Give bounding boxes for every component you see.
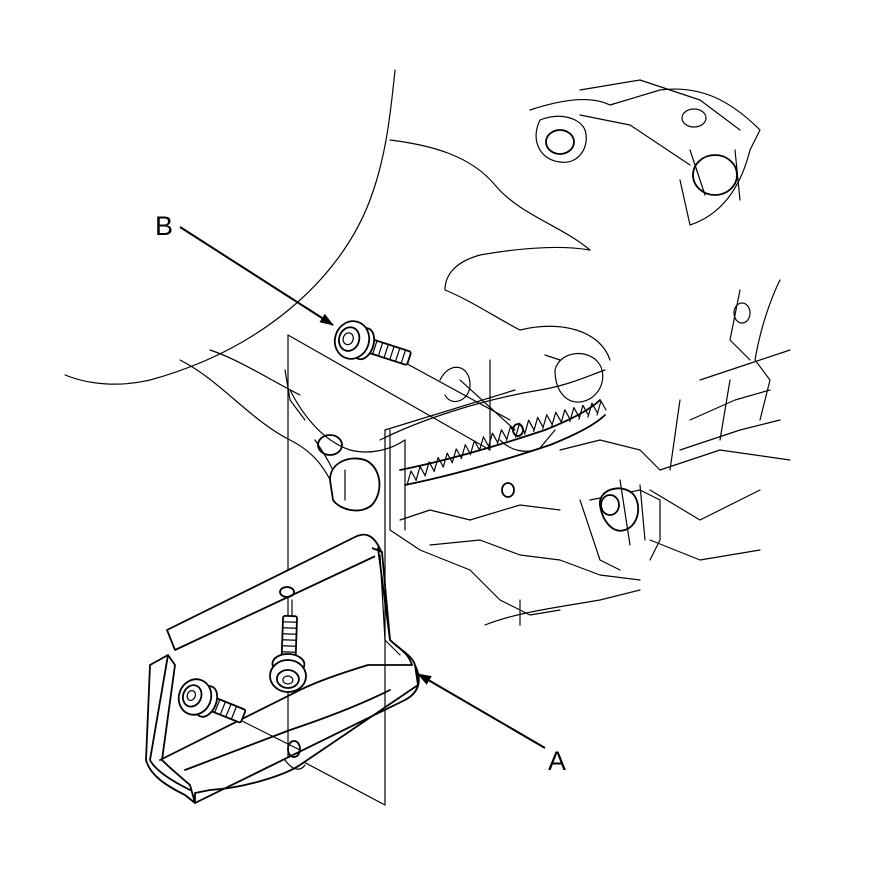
lower-housing	[389, 429, 761, 626]
right-side-casting	[649, 279, 791, 521]
callout-a: A	[417, 673, 566, 776]
upper-right-casting	[529, 79, 761, 226]
bracket-a-shield	[145, 533, 420, 804]
callout-a-label: A	[548, 746, 566, 776]
transmission-housing	[289, 352, 604, 512]
engine-block-outline	[64, 69, 611, 511]
bolt-upper-bracket	[269, 614, 307, 693]
callout-a-leader	[417, 673, 546, 749]
callout-b-leader	[179, 226, 334, 326]
ring-gear	[379, 369, 607, 498]
bolt-b	[333, 320, 412, 366]
bolt-lower-bracket	[177, 678, 247, 724]
callout-b: B	[155, 211, 334, 326]
callout-b-label: B	[155, 211, 173, 241]
